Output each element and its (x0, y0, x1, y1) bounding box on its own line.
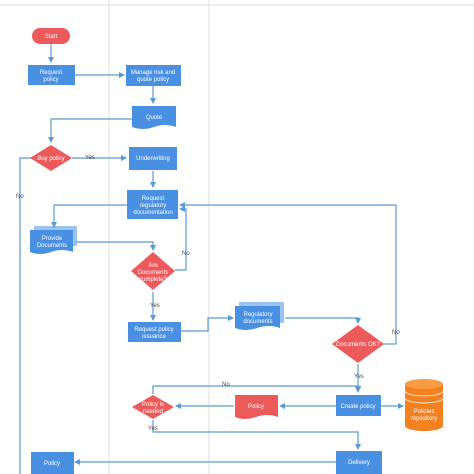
label-docsok-yes: Yes (354, 374, 364, 380)
request-regulatory-docs-box[interactable]: Request regulatory documentation (127, 190, 178, 219)
request-policy-label-2: policy (43, 77, 58, 83)
label-buy-no: No (16, 194, 24, 200)
policy-bottom-box[interactable]: Policy (31, 452, 74, 474)
create-policy-label: Create policy (340, 404, 375, 410)
provide-documents-doc[interactable]: Provide Documents (30, 226, 77, 254)
provide-documents-label-2: Documents (37, 243, 67, 249)
edge-quote-buy (48, 118, 132, 143)
edge-buy-no (19, 157, 33, 474)
documents-ok-decision[interactable]: Documents OK? (332, 325, 384, 363)
provide-documents-label-1: Provide (42, 236, 63, 242)
connectors (19, 44, 404, 474)
docs-complete-label-3: complete? (139, 277, 167, 283)
label-docsok-no: No (392, 330, 400, 336)
request-policy-box[interactable]: Request policy (28, 65, 75, 85)
policy-red-document[interactable]: Policy (235, 395, 278, 419)
edge-needed-no (152, 385, 361, 394)
underwriting-label: Underwriting (136, 156, 170, 162)
regulatory-docs-label-2: documents (243, 319, 272, 325)
edge-provide-complete (76, 241, 156, 251)
label-needed-yes: Yes (148, 426, 158, 432)
regulatory-docs-label-1: Regulatory (243, 312, 272, 318)
request-reg-docs-label-2: regulatory (140, 203, 167, 209)
docs-complete-label-2: Documents (138, 270, 168, 276)
repository-label-1: Policies (414, 409, 435, 415)
edge-docsok-no (179, 202, 397, 345)
buy-policy-label: Buy policy (37, 156, 64, 162)
buy-policy-decision[interactable]: Buy policy (30, 145, 72, 171)
edge-issuance-regdocs (181, 315, 234, 332)
regulatory-documents-doc[interactable]: Regulatory documents (235, 302, 284, 330)
policy-needed-label-2: needed (143, 409, 163, 415)
documents-ok-label: Documents OK? (336, 342, 381, 348)
repository-label-2: repository (411, 416, 437, 422)
delivery-label: Delivery (348, 460, 370, 466)
policy-needed-decision[interactable]: Policy is needed (132, 395, 174, 419)
start-label: Start (45, 34, 58, 40)
start-terminal[interactable]: Start (32, 28, 70, 44)
policy-needed-label-1: Policy is (142, 402, 164, 408)
manage-risk-label-1: Manage risk and (131, 70, 175, 76)
request-reg-docs-label-1: Request (142, 196, 165, 202)
delivery-box[interactable]: Delivery (336, 451, 382, 474)
quote-document[interactable]: Quote (132, 106, 176, 129)
manage-risk-box[interactable]: Manage risk and quote policy (126, 65, 181, 86)
edge-complete-no (175, 206, 187, 271)
documents-complete-decision[interactable]: Are Documents complete? (131, 252, 175, 290)
issuance-label-2: issuance (142, 334, 166, 340)
request-reg-docs-label-3: documentation (133, 210, 172, 216)
quote-label: Quote (146, 115, 163, 121)
manage-risk-label-2: quote policy (137, 77, 169, 83)
underwriting-box[interactable]: Underwriting (129, 147, 177, 170)
policy-bottom-label: Policy (44, 461, 60, 467)
request-policy-label-1: Request (40, 70, 63, 76)
edge-request-docs-provide (51, 204, 127, 228)
policy-red-label: Policy (248, 404, 264, 410)
edge-regdocs-docsok (285, 317, 361, 324)
label-needed-no: No (222, 382, 230, 388)
label-buy-yes: Yes (85, 155, 95, 161)
label-complete-yes: Yes (150, 303, 160, 309)
issuance-label-1: Request policy (134, 327, 173, 333)
label-complete-no: No (182, 251, 190, 257)
policies-repository-db[interactable]: Policies repository (404, 379, 444, 431)
edge-needed-yes (152, 420, 361, 450)
docs-complete-label-1: Are (148, 263, 158, 269)
create-policy-box[interactable]: Create policy (336, 395, 381, 416)
request-policy-issuance-box[interactable]: Request policy issuance (128, 322, 181, 342)
